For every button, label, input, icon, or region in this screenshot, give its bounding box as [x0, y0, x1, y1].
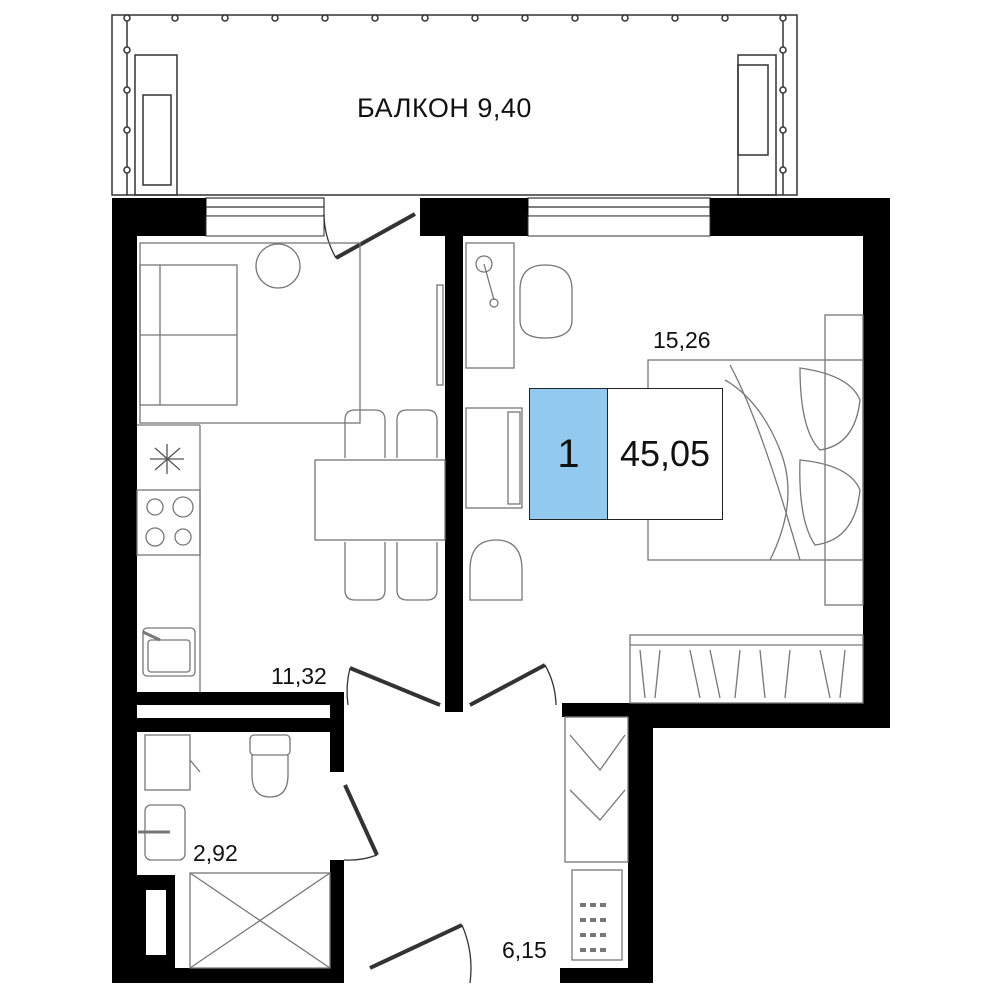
shower-tray [189, 872, 331, 969]
room-count: 1 [530, 389, 608, 519]
balcony [111, 14, 798, 196]
door-balcony [323, 212, 416, 260]
side-table [255, 243, 301, 289]
windows [205, 197, 711, 217]
apartment-summary-badge: 1 45,05 [529, 388, 723, 520]
walls [112, 198, 890, 983]
stove [145, 496, 194, 547]
desk-chair [519, 264, 573, 339]
kitchen-living-furniture [136, 242, 446, 692]
door-entrance [369, 923, 472, 984]
hallway-area-label: 6,15 [502, 937, 547, 963]
kitchen-living-area-label: 11,32 [271, 663, 327, 689]
radiator [137, 875, 175, 970]
total-area: 45,05 [619, 433, 711, 474]
dining-table [314, 409, 446, 601]
tv-panel [436, 284, 444, 386]
kitchen-sink [142, 627, 196, 677]
armchair [469, 539, 523, 601]
dresser [465, 407, 523, 509]
bedroom-area-label: 15,26 [653, 327, 711, 353]
balcony-railing-posts [123, 14, 787, 174]
washbasin [138, 804, 186, 861]
hallway-wardrobe [564, 716, 629, 961]
sofa [139, 242, 361, 424]
bathroom-area-label: 2,92 [193, 840, 238, 866]
washing-machine [144, 734, 191, 791]
balcony-lounger-right [737, 54, 777, 196]
toilet [249, 734, 291, 798]
door-living [346, 666, 441, 707]
bedroom-furniture [465, 242, 864, 704]
extractor-hood [150, 444, 184, 474]
desk [465, 242, 515, 369]
bedroom-wardrobe [629, 634, 864, 704]
kitchen-counter [136, 424, 201, 692]
balcony-lounger-left [134, 54, 178, 196]
doors [323, 212, 557, 984]
balcony-label: БАЛКОН 9,40 [357, 93, 532, 123]
door-bathroom [343, 784, 379, 861]
bathroom-fixtures [137, 734, 331, 970]
door-bedroom [469, 663, 557, 707]
bed [647, 314, 864, 606]
